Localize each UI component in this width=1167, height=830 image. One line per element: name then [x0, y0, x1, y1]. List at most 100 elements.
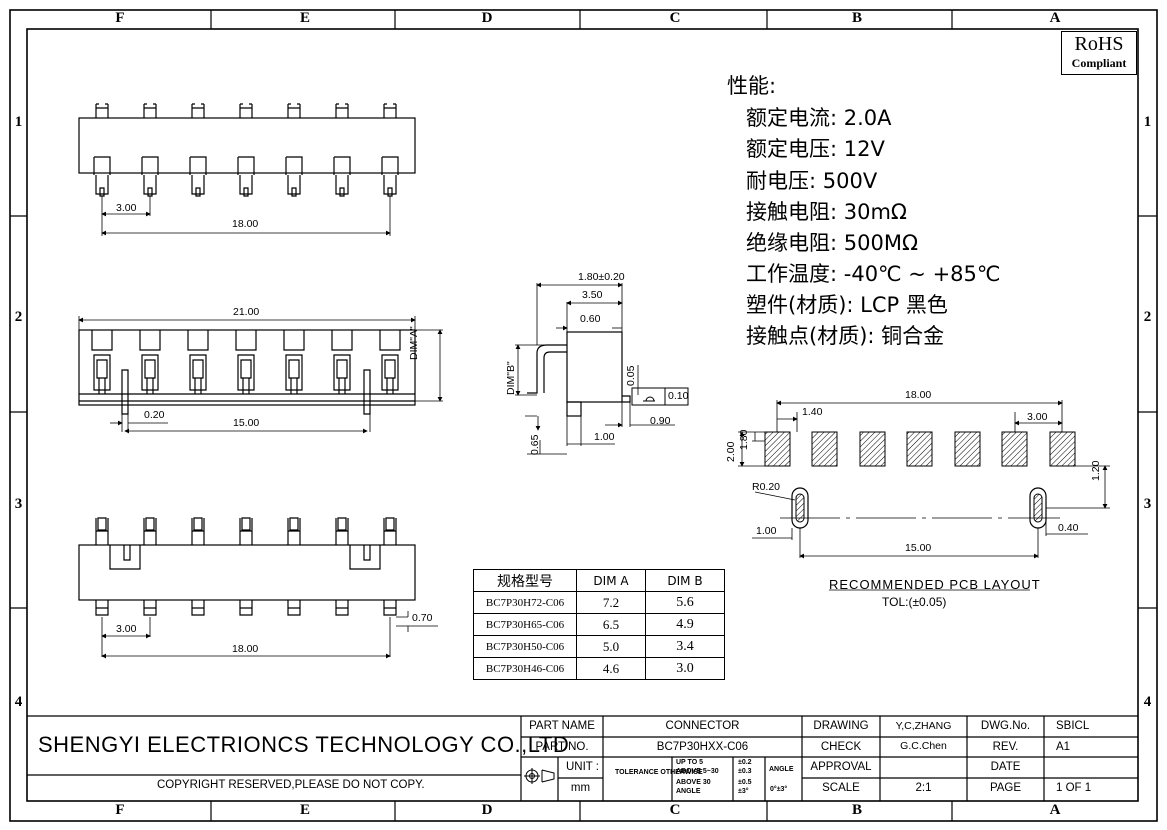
dim-pcb-200: 2.00: [725, 441, 737, 462]
rohs-title: RoHS: [1074, 33, 1124, 55]
zone-col-c-top: C: [669, 10, 681, 26]
spec-rated-current: 额定电流: 2.0A: [746, 106, 892, 130]
title-block-lines: [27, 715, 1138, 801]
cell-dim-a: 7.2: [576, 591, 646, 614]
cell-dim-b: 5.6: [645, 591, 725, 614]
tolerance-row: ABOVE 5~30: [676, 768, 719, 775]
dim-front-width: 21.00: [233, 306, 260, 318]
table-row: BC7P30H72-C06 7.2 5.6: [473, 591, 725, 614]
dim-pcb-radius: R0.20: [752, 481, 781, 493]
front-view: [78, 316, 443, 434]
spec-housing-material: 塑件(材质): LCP 黑色: [746, 293, 948, 317]
cell-dim-a: 6.5: [576, 613, 646, 636]
header-model: 规格型号: [473, 569, 577, 592]
dim-side-065: 0.65: [529, 434, 541, 455]
cell-model: BC7P30H65-C06: [473, 613, 577, 636]
dim-side-t2: 3.50: [582, 289, 603, 301]
drawing-label: DRAWING: [813, 720, 869, 732]
cell-model: BC7P30H46-C06: [473, 657, 577, 680]
part-no-value: BC7P30HXX-C06: [656, 741, 749, 753]
dim-front-pin: 0.20: [144, 409, 165, 421]
dim-side-005: 0.05: [625, 365, 637, 386]
dim-side-t3: 0.60: [580, 313, 601, 325]
part-name-value: CONNECTOR: [665, 720, 740, 732]
page-value: 1 OF 1: [1056, 782, 1092, 794]
zone-col-f-bottom: F: [115, 802, 125, 818]
dim-pcb-140: 1.40: [802, 406, 823, 418]
header-dim-b: DIM B: [645, 569, 725, 592]
zone-row-2-left: 2: [14, 309, 23, 325]
zone-col-d-top: D: [481, 10, 493, 26]
spec-insulation-resistance: 绝缘电阻: 500MΩ: [746, 231, 918, 255]
zone-col-b-bottom: B: [851, 802, 862, 818]
table-row: BC7P30H65-C06 6.5 4.9: [473, 613, 725, 636]
dim-side-090: 0.90: [650, 415, 671, 427]
spec-contact-material: 接触点(材质): 铜合金: [746, 324, 945, 348]
dim-bottom-pitch: 3.00: [116, 623, 137, 635]
zone-col-f-top: F: [115, 10, 125, 26]
part-dimension-table: 规格型号 DIM A DIM B BC7P30H72-C06 7.2 5.6 B…: [473, 569, 725, 680]
dim-side-flatness: 0.10: [668, 390, 689, 402]
rev-value: A1: [1056, 741, 1071, 753]
check-label: CHECK: [820, 741, 862, 753]
table-row: BC7P30H46-C06 4.6 3.0: [473, 657, 725, 680]
dim-pcb-040: 0.40: [1058, 522, 1079, 534]
dim-front-dim-a: DIM"A": [408, 326, 420, 360]
tolerance-value: ±0.2: [738, 759, 752, 766]
dim-bottom-070: 0.70: [412, 612, 433, 624]
zone-row-1-right: 1: [1143, 114, 1152, 130]
tolerance-value: ±0.5: [738, 779, 752, 786]
unit-value: mm: [570, 782, 591, 794]
dim-pcb-span: 18.00: [905, 389, 932, 401]
spec-rated-voltage: 额定电压: 12V: [746, 137, 885, 161]
dim-side-dim-b: DIM"B": [505, 361, 517, 395]
zone-row-3-right: 3: [1143, 496, 1152, 512]
zone-col-e-bottom: E: [299, 802, 310, 818]
copyright-notice: COPYRIGHT RESERVED,PLEASE DO NOT COPY.: [157, 779, 425, 791]
page-label: PAGE: [989, 782, 1022, 794]
part-name-label: PART NAME: [529, 720, 595, 732]
top-view: [78, 103, 416, 236]
check-value: G.C.Chen: [900, 740, 947, 752]
scale-label: SCALE: [822, 782, 860, 794]
cell-dim-b: 3.4: [645, 635, 725, 658]
dim-side-t1: 1.80±0.20: [578, 271, 625, 283]
part-no-label: PART NO.: [535, 741, 589, 753]
zone-col-e-top: E: [299, 10, 310, 26]
dim-pcb-pitch: 3.00: [1027, 411, 1048, 423]
zone-row-4-right: 4: [1143, 694, 1152, 710]
table-row: BC7P30H50-C06 5.0 3.4: [473, 635, 725, 658]
dim-front-span: 15.00: [233, 417, 260, 429]
tolerance-label: TOLERANCE OTHERWISE: [615, 769, 703, 776]
dim-pcb-180: 1.80: [738, 429, 750, 450]
cell-dim-b: 3.0: [645, 657, 725, 680]
angle-label: ANGLE: [769, 766, 794, 773]
dim-pcb-100: 1.00: [756, 525, 777, 537]
zone-row-4-left: 4: [14, 694, 23, 710]
angle-value: 0°±3°: [770, 786, 788, 793]
zone-row-1-left: 1: [14, 114, 23, 130]
dwg-no-value: SBICL: [1056, 720, 1090, 732]
cell-dim-b: 4.9: [645, 613, 725, 636]
cell-model: BC7P30H50-C06: [473, 635, 577, 658]
dim-bottom-span: 18.00: [232, 643, 259, 655]
dim-top-pitch: 3.00: [116, 202, 137, 214]
dim-side-100: 1.00: [594, 431, 615, 443]
dim-pcb-120: 1.20: [1090, 460, 1102, 481]
unit-label: UNIT :: [565, 761, 599, 773]
rohs-subtitle: Compliant: [1071, 56, 1127, 70]
company-name: SHENGYI ELECTRIONCS TECHNOLOGY CO.,LTD: [38, 732, 570, 757]
date-label: DATE: [990, 761, 1021, 773]
tolerance-row: ABOVE 30: [676, 779, 711, 786]
pcb-layout-title: RECOMMENDED PCB LAYOUT: [829, 577, 1041, 592]
cell-model: BC7P30H72-C06: [473, 591, 577, 614]
zone-row-2-right: 2: [1143, 309, 1152, 325]
table-header-row: 规格型号 DIM A DIM B: [473, 569, 725, 592]
approval-label: APPROVAL: [810, 761, 872, 773]
pcb-layout-tolerance: TOL:(±0.05): [882, 595, 947, 609]
zone-col-a-top: A: [1049, 10, 1061, 26]
pcb-layout: [738, 400, 1110, 591]
zone-col-a-bottom: A: [1049, 802, 1061, 818]
tolerance-row: UP TO 5: [676, 759, 703, 766]
